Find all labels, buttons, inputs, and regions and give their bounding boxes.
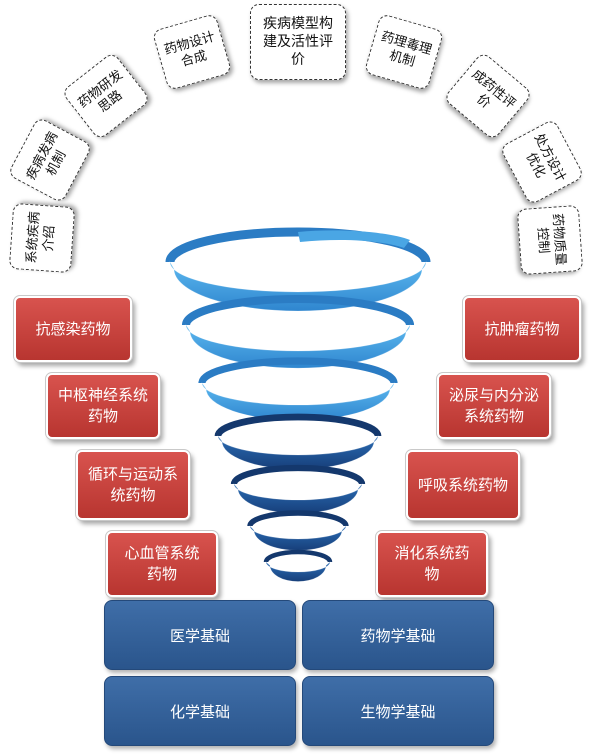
foundation-pharmacy: 药物学基础	[302, 600, 494, 670]
spiral-band-front	[185, 323, 411, 369]
spiral-band-back	[214, 413, 382, 437]
spiral-band-front	[217, 434, 379, 470]
category-right-4: 消化系统药物	[375, 530, 489, 598]
spiral-band-back	[247, 510, 349, 527]
spiral-band-back	[165, 227, 431, 263]
category-left-1: 抗感染药物	[13, 295, 133, 363]
foundation-chemistry: 化学基础	[104, 676, 296, 746]
spiral-band-back	[263, 549, 333, 563]
spiral-band-front	[233, 482, 363, 514]
spiral-band-front	[201, 381, 395, 421]
spiral-band-back	[230, 464, 366, 485]
category-left-4: 心血管系统药物	[105, 530, 219, 598]
spiral-band-front	[169, 260, 427, 312]
spiral-band-back	[198, 357, 398, 384]
arc-item-top: 疾病模型构建及活性评价	[250, 4, 346, 80]
spiral-band-front	[249, 524, 347, 551]
category-left-3: 循环与运动系统药物	[75, 449, 191, 521]
category-left-2: 中枢神经系统药物	[45, 372, 161, 440]
category-right-1: 抗肿瘤药物	[462, 295, 582, 363]
spiral-band-back	[181, 294, 415, 326]
category-right-2: 泌尿与内分泌系统药物	[436, 372, 552, 440]
spiral-tail	[298, 230, 410, 248]
arc-item-right-4: 药物质量控制	[516, 204, 584, 276]
foundation-medicine: 医学基础	[104, 600, 296, 670]
arc-item-left-1: 系统疾病介绍	[8, 202, 76, 274]
spiral-band-front	[265, 561, 331, 582]
foundation-biology: 生物学基础	[302, 676, 494, 746]
category-right-3: 呼吸系统药物	[405, 449, 521, 521]
